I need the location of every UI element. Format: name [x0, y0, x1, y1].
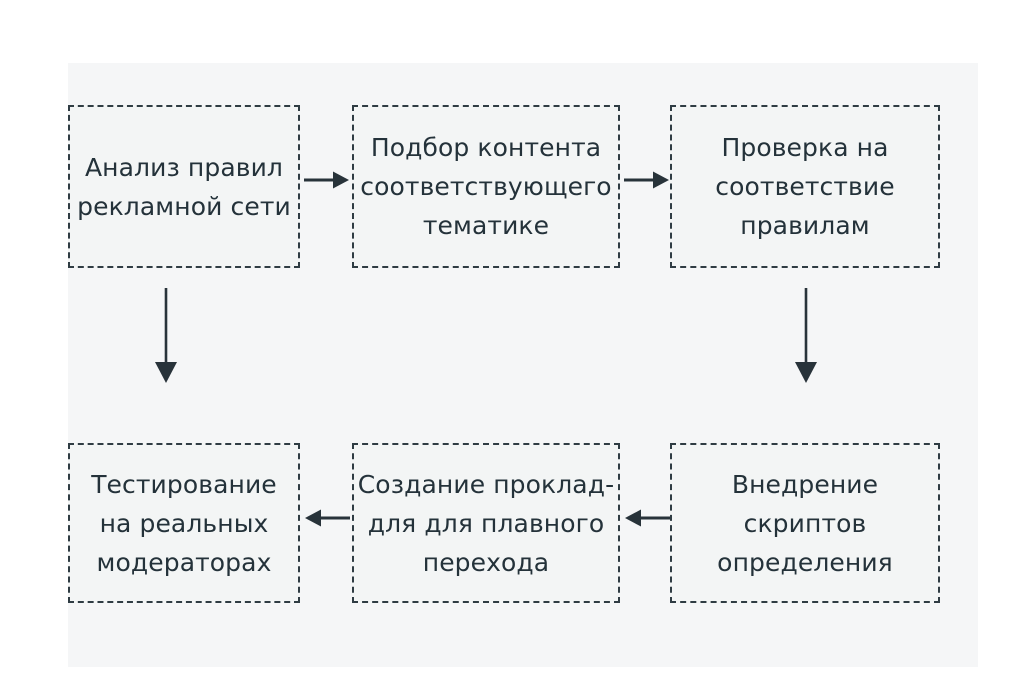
arrow-down-icon: [148, 288, 184, 384]
flow-node-label: Внедрение скриптов определения: [717, 469, 893, 577]
arrow-right-icon: [624, 168, 670, 192]
arrow-down-icon: [788, 288, 824, 384]
flow-node-label: Создание проклад- для для плавного перех…: [357, 469, 615, 577]
flow-node-label: Тестирование на реальных модераторах: [91, 469, 277, 577]
flow-node-podbor-kontenta[interactable]: Подбор контента соответствующего тематик…: [352, 105, 620, 268]
flow-node-label: Подбор контента соответствующего тематик…: [360, 133, 612, 240]
flow-node-label: Проверка на соответствие правилам: [715, 133, 895, 240]
flow-node-vnedrenie-skriptov[interactable]: Внедрение скриптов определения: [670, 443, 940, 603]
flow-node-testirovanie[interactable]: Тестирование на реальных модераторах: [68, 443, 300, 603]
flow-node-label: Анализ правил рекламной сети: [77, 152, 291, 221]
flow-node-analiz-pravil[interactable]: Анализ правил рекламной сети: [68, 105, 300, 268]
arrow-left-icon: [624, 506, 670, 530]
flow-node-sozdanie-prokladki[interactable]: Создание проклад- для для плавного перех…: [352, 443, 620, 603]
arrow-right-icon: [304, 168, 350, 192]
arrow-left-icon: [304, 506, 350, 530]
flow-node-proverka-na-sootvetstvie[interactable]: Проверка на соответствие правилам: [670, 105, 940, 268]
